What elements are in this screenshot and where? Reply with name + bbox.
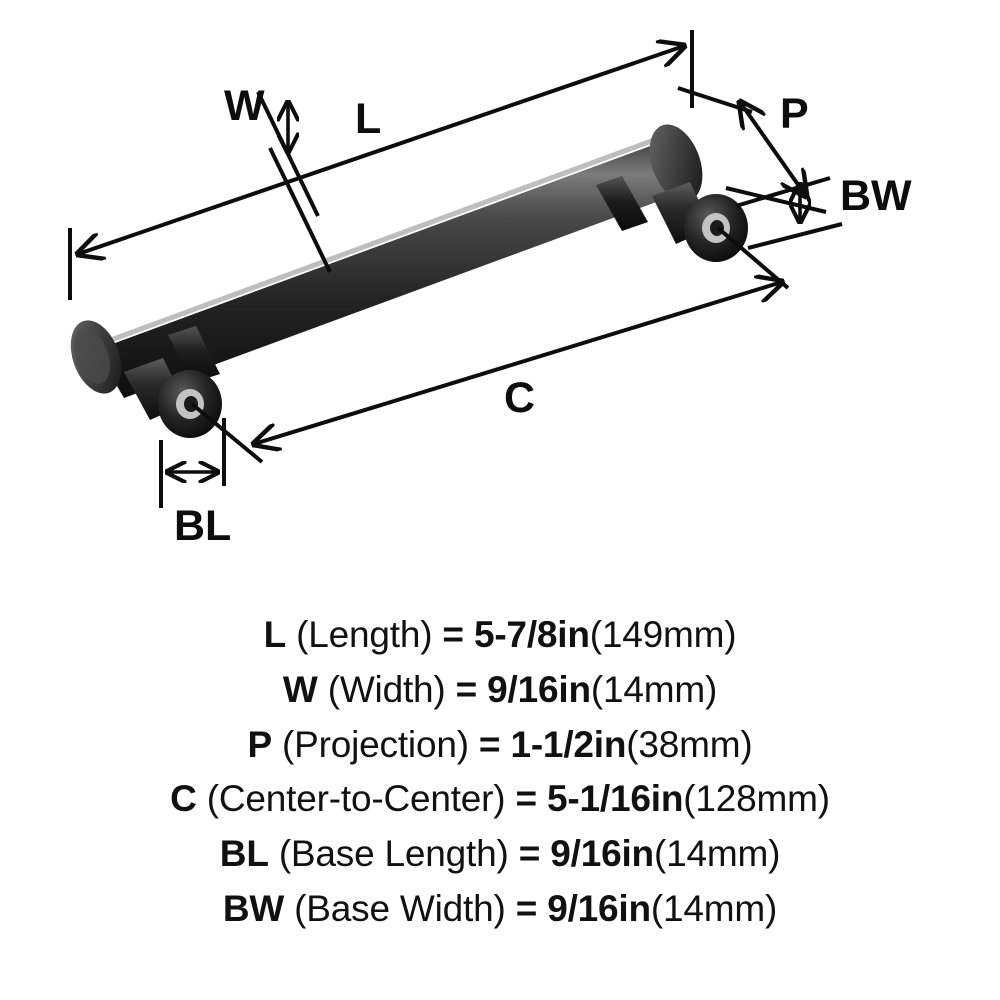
legend-row: BW (Base Width) = 9/16in(14mm) (222, 882, 778, 937)
legend-name: (Projection) (282, 723, 469, 765)
legend-value: 9/16in (487, 668, 591, 710)
legend-row: L (Length) = 5-7/8in(149mm) (264, 608, 737, 663)
legend-metric: (128mm) (683, 778, 830, 820)
legend-row: BL (Base Length) = 9/16in(14mm) (219, 827, 781, 882)
dimension-W (256, 91, 332, 273)
legend-symbol: W (282, 668, 318, 710)
legend-row: P (Projection) = 1-1/2in(38mm) (247, 718, 752, 773)
legend-symbol: C (170, 778, 197, 820)
legend-equals: = (515, 778, 538, 820)
legend-name: (Base Length) (278, 833, 509, 874)
mounting-post-left (124, 358, 222, 438)
dimension-label-BL: BL (174, 502, 231, 550)
legend-equals: = (455, 668, 478, 710)
mounting-post-right (652, 182, 748, 262)
dimension-label-L: L (355, 95, 381, 143)
legend-value: 5-1/16in (547, 778, 684, 820)
legend-equals: = (478, 723, 501, 765)
legend-value: 5-7/8in (473, 614, 590, 655)
dimension-label-BW: BW (840, 172, 912, 220)
legend-symbol: BL (219, 833, 269, 874)
legend-symbol: P (247, 723, 272, 765)
legend-metric: (149mm) (589, 614, 737, 655)
legend-row: C (Center-to-Center) = 5-1/16in(128mm) (170, 772, 830, 827)
legend-value: 9/16in (550, 833, 654, 874)
dimension-label-W: W (224, 82, 265, 130)
dimension-diagram: L W P BW C (68, 30, 912, 550)
diagram-canvas: L W P BW C (68, 30, 912, 550)
legend-name: (Length) (296, 614, 433, 655)
legend-symbol: BW (222, 887, 285, 929)
legend-value: 1-1/2in (510, 723, 627, 765)
legend-equals: = (518, 833, 541, 874)
legend-metric: (14mm) (590, 668, 718, 710)
dimension-L (68, 30, 694, 300)
legend-value: 9/16in (547, 887, 651, 929)
legend-equals: = (442, 614, 464, 655)
legend-name: (Base Width) (294, 887, 506, 929)
legend-name: (Width) (327, 668, 446, 710)
pull-handle-illustration (70, 124, 748, 438)
dimension-label-P: P (780, 90, 809, 138)
handle-left-collar (168, 326, 220, 383)
dimension-BL (159, 418, 226, 508)
legend-symbol: L (263, 614, 287, 655)
dimension-legend: L (Length) = 5-7/8in(149mm) W (Width) = … (0, 600, 1000, 1000)
dimension-BW (735, 176, 843, 250)
dimension-label-C: C (504, 374, 535, 422)
legend-equals: = (515, 887, 538, 929)
dimension-C (190, 226, 790, 464)
legend-row: W (Width) = 9/16in(14mm) (283, 663, 717, 718)
handle-left-cap (70, 320, 122, 394)
legend-metric: (38mm) (626, 723, 753, 765)
legend-metric: (14mm) (650, 887, 778, 929)
legend-name: (Center-to-Center) (206, 778, 506, 820)
legend-metric: (14mm) (653, 833, 781, 874)
